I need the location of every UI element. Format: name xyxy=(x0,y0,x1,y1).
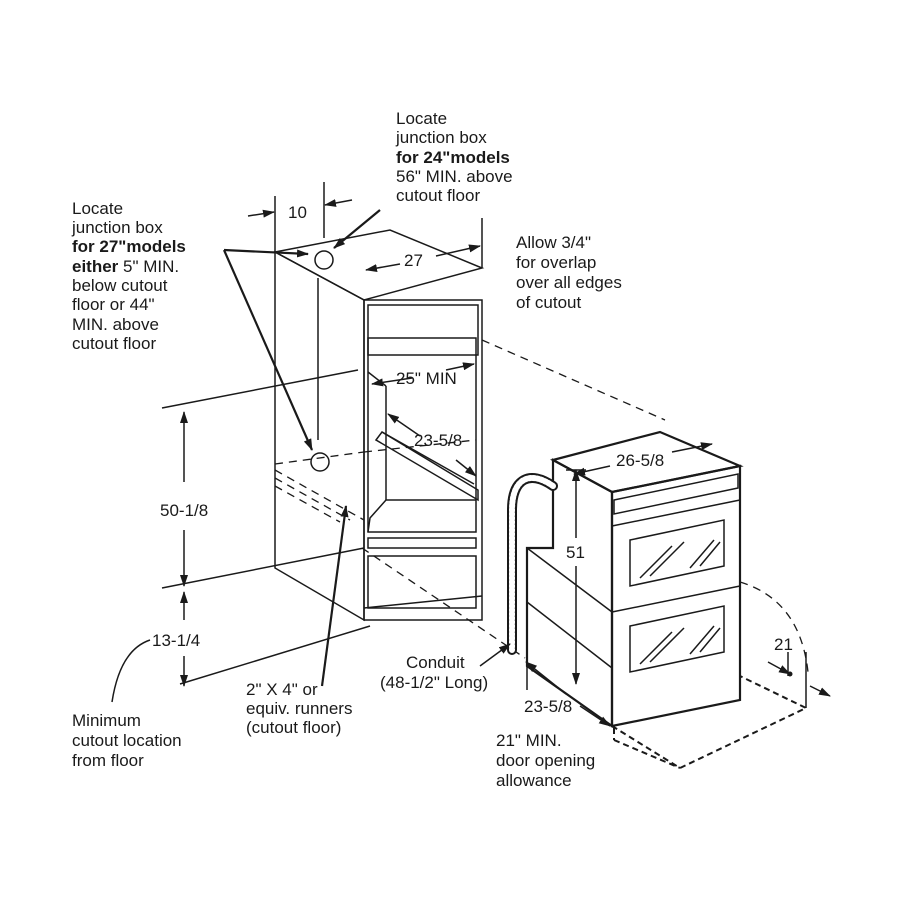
note-min-cutout-line3: from floor xyxy=(72,751,144,770)
note-min-cutout: Minimum cutout location from floor xyxy=(72,711,182,770)
note-door-line2: door opening xyxy=(496,751,595,770)
note-junction-box-24: Locate junction box for 24"models 56" MI… xyxy=(395,109,513,205)
note-jb27-5min: 5" MIN. xyxy=(118,257,179,276)
junction-box-27-icon xyxy=(310,452,330,472)
note-jb24-line4: 56" MIN. above xyxy=(396,167,513,186)
dim-21: 21 xyxy=(774,635,793,654)
note-overlap-line1: Allow 3/4" xyxy=(516,233,591,252)
dim-13-1-4: 13-1/4 xyxy=(152,631,200,650)
note-runners-line1: 2" X 4" or xyxy=(246,680,318,699)
note-jb27-line3: for 27"models xyxy=(72,237,186,256)
note-runners-line3: (cutout floor) xyxy=(246,718,341,737)
note-jb27-line4: either 5" MIN. xyxy=(72,257,179,276)
dim-27: 27 xyxy=(404,251,423,270)
junction-box-24-icon xyxy=(314,250,334,270)
note-overlap-line4: of cutout xyxy=(516,293,581,312)
dim-50-1-8: 50-1/8 xyxy=(160,501,208,520)
note-jb24-line1: Locate xyxy=(396,109,447,128)
conduit xyxy=(507,473,558,655)
dim-51: 51 xyxy=(566,543,585,562)
note-jb27-either: either xyxy=(72,257,119,276)
note-jb27-line7: MIN. above xyxy=(72,315,159,334)
note-conduit-line2: (48-1/2" Long) xyxy=(380,673,488,692)
note-door-line3: allowance xyxy=(496,771,572,790)
note-min-cutout-line2: cutout location xyxy=(72,731,182,750)
note-jb27-line8: cutout floor xyxy=(72,334,156,353)
wall-oven xyxy=(525,430,809,770)
cabinet xyxy=(272,229,485,622)
dim-26-5-8: 26-5/8 xyxy=(616,451,664,470)
note-door-allowance: 21" MIN. door opening allowance xyxy=(496,731,595,790)
note-junction-box-27: Locate junction box for 27"models either… xyxy=(71,199,186,353)
note-runners: 2" X 4" or equiv. runners (cutout floor) xyxy=(246,680,352,737)
note-overlap-line2: for overlap xyxy=(516,253,596,272)
dim-23-5-8-oven: 23-5/8 xyxy=(524,697,572,716)
note-runners-line2: equiv. runners xyxy=(246,699,352,718)
note-min-cutout-line1: Minimum xyxy=(72,711,141,730)
note-conduit: Conduit (48-1/2" Long) xyxy=(380,653,488,692)
note-overlap-line3: over all edges xyxy=(516,273,622,292)
dim-25-min: 25" MIN xyxy=(396,369,457,388)
note-jb27-line6: floor or 44" xyxy=(72,295,155,314)
note-jb24-line2: junction box xyxy=(395,128,487,147)
note-jb24-line3: for 24"models xyxy=(396,148,510,167)
dim-23-5-8-cabinet: 23-5/8 xyxy=(414,431,462,450)
note-jb24-line5: cutout floor xyxy=(396,186,480,205)
note-jb27-line2: junction box xyxy=(71,218,163,237)
note-conduit-line1: Conduit xyxy=(406,653,465,672)
note-overlap: Allow 3/4" for overlap over all edges of… xyxy=(516,233,622,312)
note-door-line1: 21" MIN. xyxy=(496,731,562,750)
note-jb27-line1: Locate xyxy=(72,199,123,218)
dim-10: 10 xyxy=(288,203,307,222)
note-jb27-line5: below cutout xyxy=(72,276,168,295)
